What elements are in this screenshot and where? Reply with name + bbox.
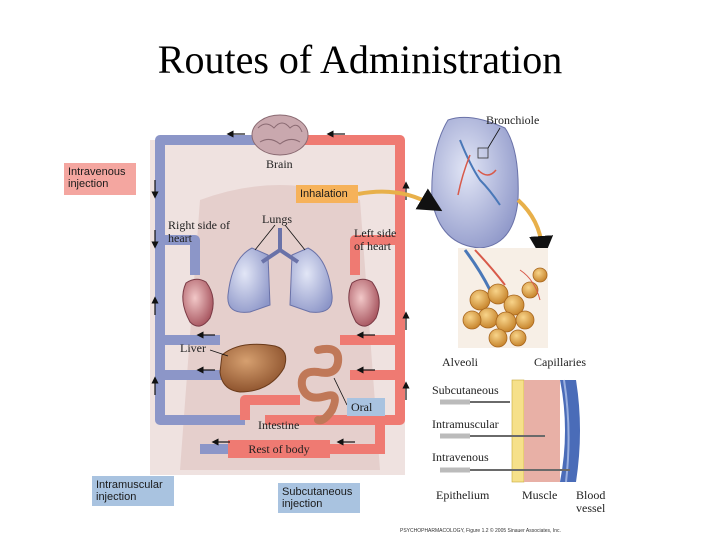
- figure-caption: PSYCHOPHARMACOLOGY, Figure 1.2 © 2005 Si…: [400, 528, 561, 534]
- subcutaneous-label: Subcutaneous: [432, 383, 499, 397]
- intestine-organ: [297, 344, 343, 425]
- capillaries-label: Capillaries: [534, 355, 586, 369]
- flow-arrows: [151, 130, 410, 446]
- oral-pointer: [333, 377, 348, 406]
- arterial-vessels: [240, 135, 405, 425]
- epithelium-label: Epithelium: [436, 488, 490, 502]
- right-heart-organ: [182, 278, 214, 327]
- inset-arrow: [516, 198, 554, 260]
- tissue-inset: [440, 379, 580, 483]
- intravenous-injection-label: Intravenous injection: [64, 163, 136, 195]
- inhalation-arrow: [357, 188, 443, 212]
- bronchiole-label: Bronchiole: [486, 113, 540, 127]
- intravenous-label: Intravenous: [432, 450, 489, 464]
- rest-of-body-bar: [228, 440, 330, 458]
- inhalation-label: Inhalation: [296, 185, 358, 203]
- brain-organ: [251, 114, 309, 156]
- brain-label: Brain: [266, 157, 293, 171]
- alveoli-inset: [458, 248, 548, 348]
- intestine-label: Intestine: [258, 418, 300, 432]
- subcutaneous-injection-label: Subcutaneous injection: [278, 483, 360, 513]
- liver-organ: [219, 343, 287, 393]
- left-heart-label: Left side of heart: [354, 226, 397, 253]
- left-heart-organ: [348, 278, 380, 327]
- muscle-label: Muscle: [522, 488, 558, 502]
- lungs-pointer: [254, 224, 276, 251]
- right-heart-label: Right side of heart: [168, 218, 230, 245]
- liver-pointer: [209, 349, 229, 357]
- liver-label: Liver: [180, 341, 206, 355]
- intramuscular-injection-label: Intramuscular injection: [92, 476, 174, 506]
- intramuscular-label: Intramuscular: [432, 417, 499, 431]
- blood-vessel-label: Blood vessel: [576, 488, 606, 515]
- oral-label: Oral: [347, 398, 385, 416]
- venous-vessels: [155, 135, 280, 425]
- lungs-label: Lungs: [262, 212, 292, 226]
- lungs-organ: [227, 228, 333, 313]
- rest-of-body-label: Rest of body: [248, 442, 310, 456]
- slide-title: Routes of Administration: [157, 37, 563, 82]
- lung-inset: [431, 116, 519, 249]
- alveoli-label: Alveoli: [442, 355, 478, 369]
